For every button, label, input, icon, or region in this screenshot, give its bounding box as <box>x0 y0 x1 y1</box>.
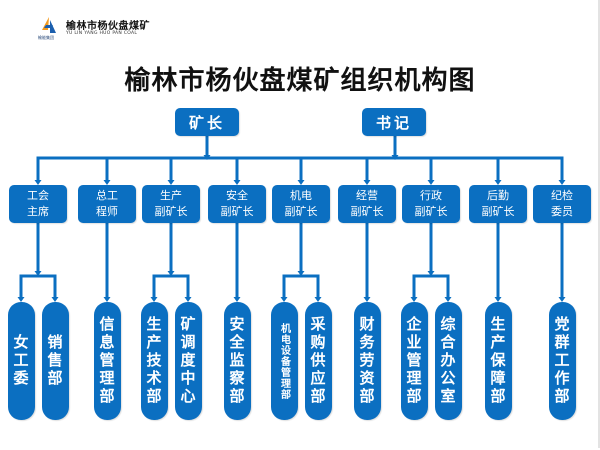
arrow-head-icon <box>167 271 175 276</box>
department-label: 综合办公室 <box>438 316 457 406</box>
arrow-head-icon <box>233 180 241 185</box>
department-node[interactable]: 采购供应部 <box>304 302 332 420</box>
arrow-head-icon <box>51 297 59 302</box>
department-label: 信息管理部 <box>97 316 116 406</box>
node-discipline-member[interactable]: 纪检委员 <box>533 185 591 223</box>
node-label-line2: 副矿长 <box>481 205 515 218</box>
department-node[interactable]: 企业管理部 <box>400 302 428 420</box>
node-label-line1: 生产 <box>160 189 182 202</box>
arrow-head-icon <box>314 297 322 302</box>
node-label: 矿长 <box>188 113 225 132</box>
logo-group-label: 榆能集团 <box>38 35 54 40</box>
node-label-line2: 副矿长 <box>350 205 384 218</box>
department-node[interactable]: 销售部 <box>41 302 69 420</box>
department-label: 机电设备管理部 <box>278 322 290 400</box>
node-label: 纪检委员 <box>551 188 573 220</box>
arrow-head-icon <box>494 180 502 185</box>
arrow-head-icon <box>444 297 452 302</box>
department-node[interactable]: 综合办公室 <box>434 302 462 420</box>
department-node[interactable]: 矿调度中心 <box>174 302 202 420</box>
node-label-line1: 后勤 <box>487 189 509 202</box>
arrow-head-icon <box>17 297 25 302</box>
node-label-line2: 委员 <box>551 205 573 218</box>
department-label: 生产技术部 <box>144 316 163 406</box>
node-label-line2: 副矿长 <box>414 205 448 218</box>
arrow-head-icon <box>103 180 111 185</box>
department-node[interactable]: 生产技术部 <box>140 302 168 420</box>
department-label: 销售部 <box>45 334 64 388</box>
node-label-line2: 主席 <box>27 205 49 218</box>
page-title: 榆林市杨伙盘煤矿组织机构图 <box>124 66 476 96</box>
department-label: 生产保障部 <box>488 316 507 406</box>
department-node[interactable]: 党群工作部 <box>548 302 576 420</box>
arrow-head-icon <box>427 180 435 185</box>
node-label: 书记 <box>375 113 412 132</box>
arrow-head-icon <box>233 297 241 302</box>
department-label: 矿调度中心 <box>178 316 197 406</box>
node-label: 总工程师 <box>96 188 118 220</box>
node-label: 后勤副矿长 <box>482 188 515 220</box>
arrow-head-icon <box>427 271 435 276</box>
department-label: 采购供应部 <box>308 316 327 406</box>
arrow-head-icon <box>410 297 418 302</box>
node-union-chair[interactable]: 工会主席 <box>9 185 67 223</box>
node-label: 经营副矿长 <box>351 188 384 220</box>
arrow-head-icon <box>280 297 288 302</box>
node-label: 安全副矿长 <box>221 188 254 220</box>
node-label-line1: 工会 <box>27 189 49 202</box>
arrow-head-icon <box>558 180 566 185</box>
arrow-head-icon <box>150 297 158 302</box>
logo-name: 榆林市杨伙盘煤矿 <box>66 21 150 32</box>
node-label: 行政副矿长 <box>415 188 448 220</box>
department-node[interactable]: 财务劳资部 <box>353 302 381 420</box>
node-admin-deputy[interactable]: 行政副矿长 <box>402 185 460 223</box>
department-label: 财务劳资部 <box>357 316 376 406</box>
department-label: 女工委 <box>11 334 30 388</box>
node-mine-director[interactable]: 矿长 <box>175 108 239 136</box>
logo-english: YU LIN YANG HUO PAN COAL <box>66 31 138 36</box>
department-node[interactable]: 生产保障部 <box>484 302 512 420</box>
node-label: 工会主席 <box>27 188 49 220</box>
arrow-head-icon <box>494 297 502 302</box>
arrow-head-icon <box>363 180 371 185</box>
node-mechanical-deputy[interactable]: 机电副矿长 <box>272 185 330 223</box>
department-label: 党群工作部 <box>552 316 571 406</box>
node-label-line1: 经营 <box>356 189 378 202</box>
arrow-head-icon <box>297 180 305 185</box>
node-label-line1: 机电 <box>290 189 312 202</box>
department-node[interactable]: 信息管理部 <box>93 302 121 420</box>
node-chief-engineer[interactable]: 总工程师 <box>78 185 136 223</box>
node-label-line2: 副矿长 <box>220 205 254 218</box>
node-safety-deputy[interactable]: 安全副矿长 <box>208 185 266 223</box>
node-label-line1: 总工 <box>96 189 118 202</box>
node-label: 生产副矿长 <box>155 188 188 220</box>
node-business-deputy[interactable]: 经营副矿长 <box>338 185 396 223</box>
arrow-head-icon <box>558 297 566 302</box>
node-logistics-deputy[interactable]: 后勤副矿长 <box>469 185 527 223</box>
logo-mark-icon <box>42 17 56 33</box>
arrow-head-icon <box>167 180 175 185</box>
node-label-line2: 程师 <box>96 205 118 218</box>
arrow-head-icon <box>363 297 371 302</box>
arrow-head-icon <box>297 271 305 276</box>
arrow-head-icon <box>34 180 42 185</box>
arrow-head-icon <box>184 297 192 302</box>
node-label-line1: 纪检 <box>551 189 573 202</box>
node-party-secretary[interactable]: 书记 <box>362 108 426 136</box>
arrow-head-icon <box>34 271 42 276</box>
department-node[interactable]: 机电设备管理部 <box>270 302 298 420</box>
department-node[interactable]: 女工委 <box>7 302 35 420</box>
department-label: 安全监察部 <box>227 316 246 406</box>
department-node[interactable]: 安全监察部 <box>223 302 251 420</box>
node-label-line2: 副矿长 <box>284 205 318 218</box>
node-label-line1: 安全 <box>226 189 248 202</box>
node-production-deputy[interactable]: 生产副矿长 <box>142 185 200 223</box>
arrow-head-icon <box>103 297 111 302</box>
node-label-line2: 副矿长 <box>154 205 188 218</box>
department-label: 企业管理部 <box>404 316 423 406</box>
node-label-line1: 行政 <box>420 189 442 202</box>
node-label: 机电副矿长 <box>285 188 318 220</box>
